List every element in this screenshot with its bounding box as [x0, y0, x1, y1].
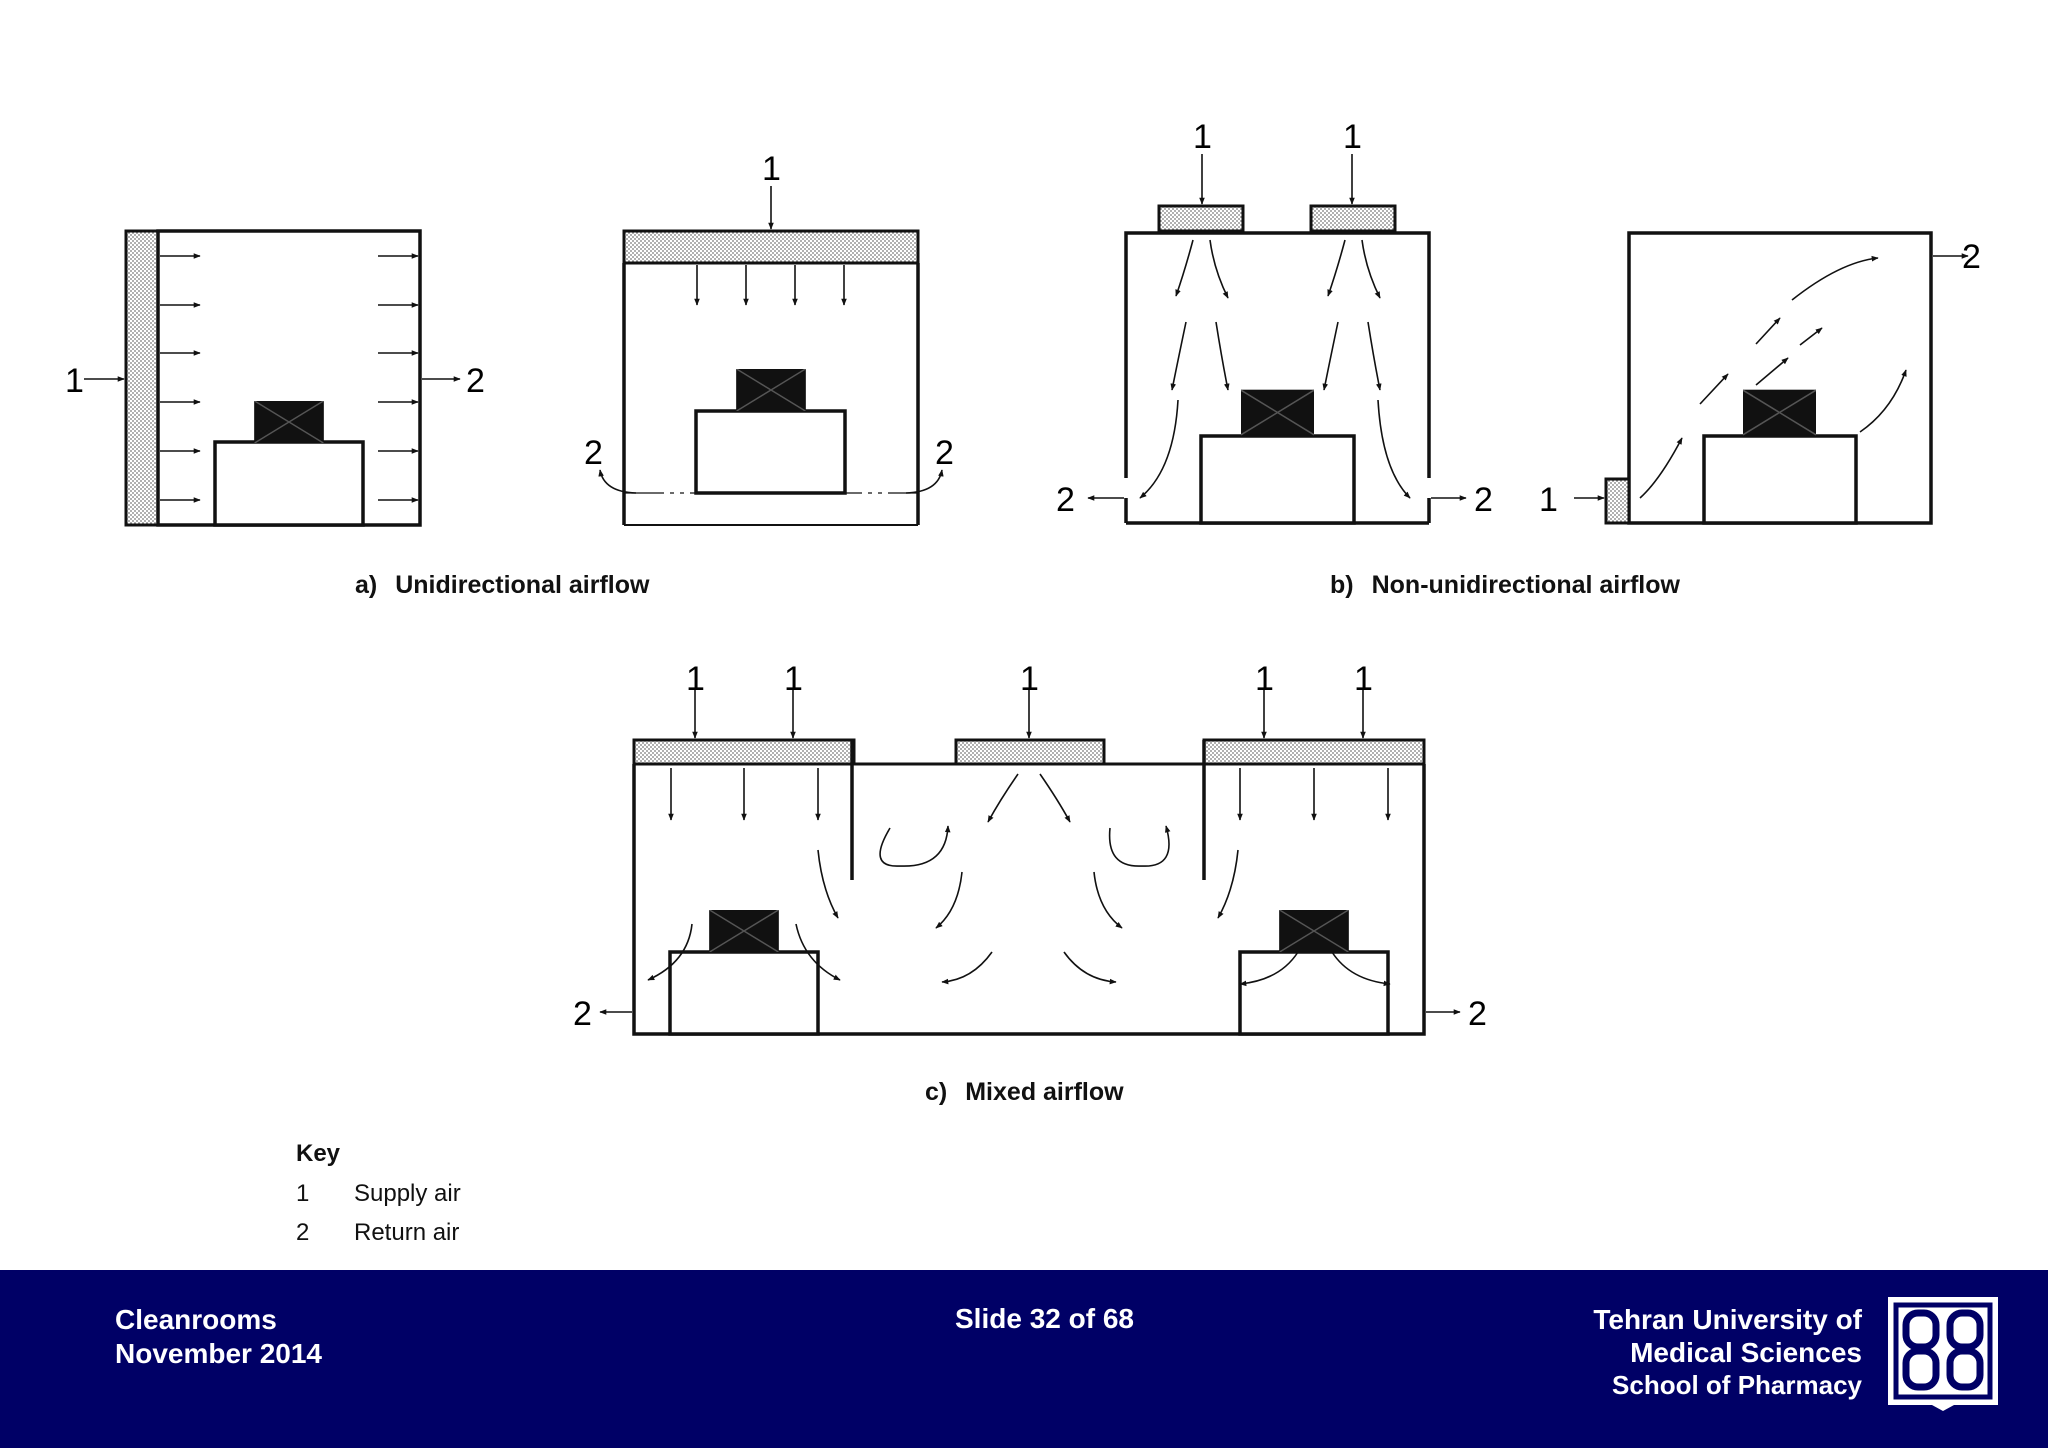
- supply-label: 1: [762, 150, 781, 188]
- return-label: 2: [1474, 481, 1493, 519]
- supply-label: 1: [65, 362, 84, 400]
- caption-unidirectional: a)Unidirectional airflow: [355, 571, 650, 599]
- institution: Tehran University of Medical Sciences Sc…: [1593, 1304, 1862, 1400]
- room-b-side: [1574, 231, 1969, 525]
- supply-label: 1: [686, 660, 705, 698]
- airflow-diagram: 1 2 1 2 2: [65, 118, 1981, 1036]
- supply-label: 1: [1193, 118, 1212, 156]
- caption-mixed: c)Mixed airflow: [925, 1078, 1124, 1106]
- slide-number: Slide 32 of 68: [955, 1303, 1134, 1334]
- supply-label: 1: [784, 660, 803, 698]
- key-legend: Key 1 Supply air 2 Return air: [296, 1140, 461, 1258]
- supply-label: 1: [1255, 660, 1274, 698]
- supply-label: 1: [1343, 118, 1362, 156]
- room-b-ceiling: [1087, 154, 1467, 525]
- caption-non-unidirectional: b)Non-unidirectional airflow: [1330, 571, 1680, 599]
- course-title: Cleanrooms: [115, 1304, 277, 1335]
- return-label: 2: [1468, 995, 1487, 1033]
- return-label: 2: [1056, 481, 1075, 519]
- return-label: 2: [1962, 238, 1981, 276]
- return-label: 2: [935, 434, 954, 472]
- key-title: Key: [296, 1140, 341, 1167]
- key-item: 2 Return air: [296, 1219, 460, 1246]
- footer-date: November 2014: [115, 1338, 323, 1369]
- supply-label: 1: [1354, 660, 1373, 698]
- university-emblem-icon: [1888, 1297, 1998, 1411]
- footer-left: Cleanrooms November 2014: [115, 1303, 322, 1371]
- return-label: 2: [466, 362, 485, 400]
- supply-label: 1: [1539, 481, 1558, 519]
- supply-label: 1: [1020, 660, 1039, 698]
- return-label: 2: [584, 434, 603, 472]
- slide-footer: Cleanrooms November 2014 Slide 32 of 68 …: [0, 1270, 2048, 1448]
- room-a-horizontal: [84, 229, 461, 527]
- room-a-vertical: [598, 186, 944, 526]
- return-label: 2: [573, 995, 592, 1033]
- key-item: 1 Supply air: [296, 1180, 461, 1207]
- room-c-mixed: [599, 690, 1461, 1036]
